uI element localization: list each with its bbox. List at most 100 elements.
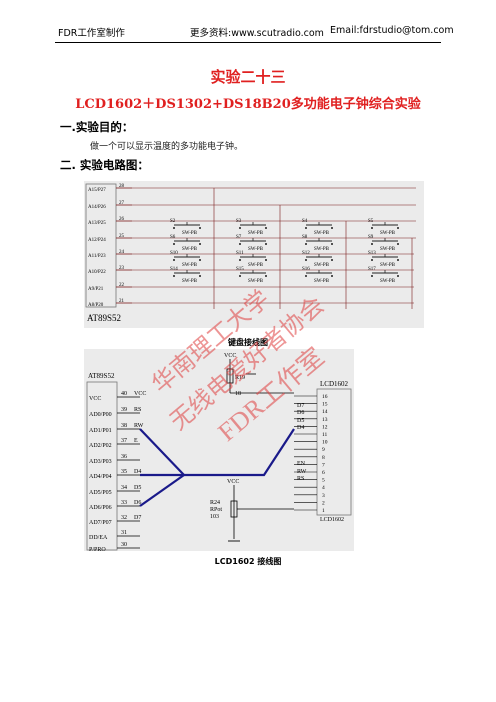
mcu-pin-number: 30 — [121, 542, 127, 548]
lcd-pin-number: 16 — [322, 394, 328, 400]
mcu-net-label: E — [134, 438, 138, 444]
switch-contact — [199, 259, 201, 261]
switch-contact — [173, 259, 175, 261]
mcu-pin-name: AD6/P06 — [89, 505, 112, 511]
switch-contact — [239, 227, 241, 229]
switch-type: SW-PB — [380, 247, 396, 252]
mcu-pin-name: AD0/P00 — [89, 412, 112, 418]
mcu-net-label: RW — [134, 423, 144, 429]
switch-type: SW-PB — [314, 247, 330, 252]
switch-contact — [331, 227, 333, 229]
r19-value: 18 — [235, 391, 241, 397]
switch-name: S12 — [302, 251, 310, 256]
port-label: A13/P25 — [88, 221, 106, 226]
switch-contact — [173, 275, 175, 277]
lcd-net-label: D4 — [297, 425, 304, 431]
switch-contact — [305, 227, 307, 229]
switch-type: SW-PB — [182, 263, 198, 268]
switch-contact — [239, 259, 241, 261]
switch-type: SW-PB — [248, 231, 264, 236]
header-center: 更多资料:www.scutradio.com — [190, 28, 324, 39]
switch-type: SW-PB — [182, 231, 198, 236]
port-label: A15/P27 — [88, 188, 106, 193]
mcu-pin-number: 33 — [121, 500, 127, 506]
port-label: A8/P20 — [88, 303, 104, 308]
pin-number: 25 — [119, 234, 125, 239]
vcc-label: VCC — [227, 479, 239, 485]
switch-contact — [265, 275, 267, 277]
lcd-net-label: D6 — [297, 410, 304, 416]
switch-name: S4 — [302, 219, 308, 224]
switch-contact — [397, 227, 399, 229]
switch-contact — [265, 259, 267, 261]
switch-contact — [305, 243, 307, 245]
lcd-net-label: D5 — [297, 418, 304, 424]
switch-name: S7 — [236, 235, 242, 240]
switch-contact — [239, 275, 241, 277]
keyboard-caption: 键盘接线图 — [228, 338, 268, 347]
switch-contact — [331, 259, 333, 261]
lcd-caption: LCD1602 接线图 — [214, 557, 282, 566]
switch-type: SW-PB — [182, 247, 198, 252]
switch-type: SW-PB — [380, 279, 396, 284]
switch-name: S2 — [170, 219, 176, 224]
switch-type: SW-PB — [380, 263, 396, 268]
mcu-pin-number: 40 — [121, 391, 127, 397]
port-label: A12/P24 — [88, 238, 106, 243]
section1-heading: 一.实验目的： — [60, 120, 134, 134]
mcu-pin-number: 32 — [121, 515, 127, 521]
header-rule — [55, 42, 441, 43]
mcu-net-label: D5 — [134, 485, 141, 491]
port-label: A9/P21 — [88, 287, 104, 292]
lcd-pin-number: 14 — [322, 409, 328, 415]
lower-bus — [139, 474, 185, 507]
mcu-pin-number: 39 — [121, 407, 127, 413]
lcd-pin-number: 5 — [322, 478, 325, 484]
switch-name: S17 — [368, 267, 376, 272]
keyboard-background — [84, 181, 424, 328]
pin-number: 26 — [119, 217, 125, 222]
r19-name: R19 — [235, 375, 245, 381]
mcu-pin-number: 35 — [121, 469, 127, 475]
lcd-pin-number: 13 — [322, 417, 328, 423]
lcd-pin-number: 4 — [322, 485, 325, 491]
lcd-pin-number: 10 — [322, 440, 328, 446]
port-label: A11/P23 — [88, 254, 106, 259]
lcd-net-label: RS — [297, 476, 304, 482]
switch-contact — [371, 227, 373, 229]
mcu-outline — [85, 183, 117, 308]
r19-body — [226, 368, 234, 384]
lcd-pin-number: 6 — [322, 470, 325, 476]
switch-contact — [265, 243, 267, 245]
switch-type: SW-PB — [314, 231, 330, 236]
switch-contact — [397, 275, 399, 277]
mcu-pin-name: P/PRO — [89, 547, 106, 551]
lcd-pin-number: 2 — [322, 500, 325, 506]
keyboard-schematic: A15/P2728A14/P2627A13/P2526A12/P2425A11/… — [84, 181, 424, 328]
switch-name: S11 — [236, 251, 244, 256]
experiment-title: LCD1602＋DS1302+DS18B20多功能电子钟综合实验 — [75, 97, 421, 112]
mcu-label: AT89S52 — [87, 313, 121, 323]
switch-type: SW-PB — [248, 263, 264, 268]
pin-number: 27 — [119, 201, 125, 206]
switch-type: SW-PB — [248, 279, 264, 284]
mcu-pin-name: AD2/P02 — [89, 443, 112, 449]
switch-contact — [305, 275, 307, 277]
switch-name: S9 — [368, 235, 374, 240]
lcd-outline — [316, 388, 352, 516]
mcu-outline — [86, 381, 118, 551]
lcd-pin-number: 11 — [322, 432, 328, 438]
mcu-pin-name: DD/EA — [89, 535, 108, 541]
data-bus — [140, 428, 295, 477]
mcu-pin-name: AD7/P07 — [89, 520, 112, 526]
switch-name: S16 — [302, 267, 310, 272]
experiment-number: 实验二十三 — [210, 68, 286, 86]
mcu-net-label: RS — [134, 407, 141, 413]
switch-name: S3 — [236, 219, 242, 224]
pin-number: 28 — [119, 184, 125, 189]
switch-contact — [331, 243, 333, 245]
lcd-net-label: EN — [297, 461, 306, 467]
switch-contact — [239, 243, 241, 245]
